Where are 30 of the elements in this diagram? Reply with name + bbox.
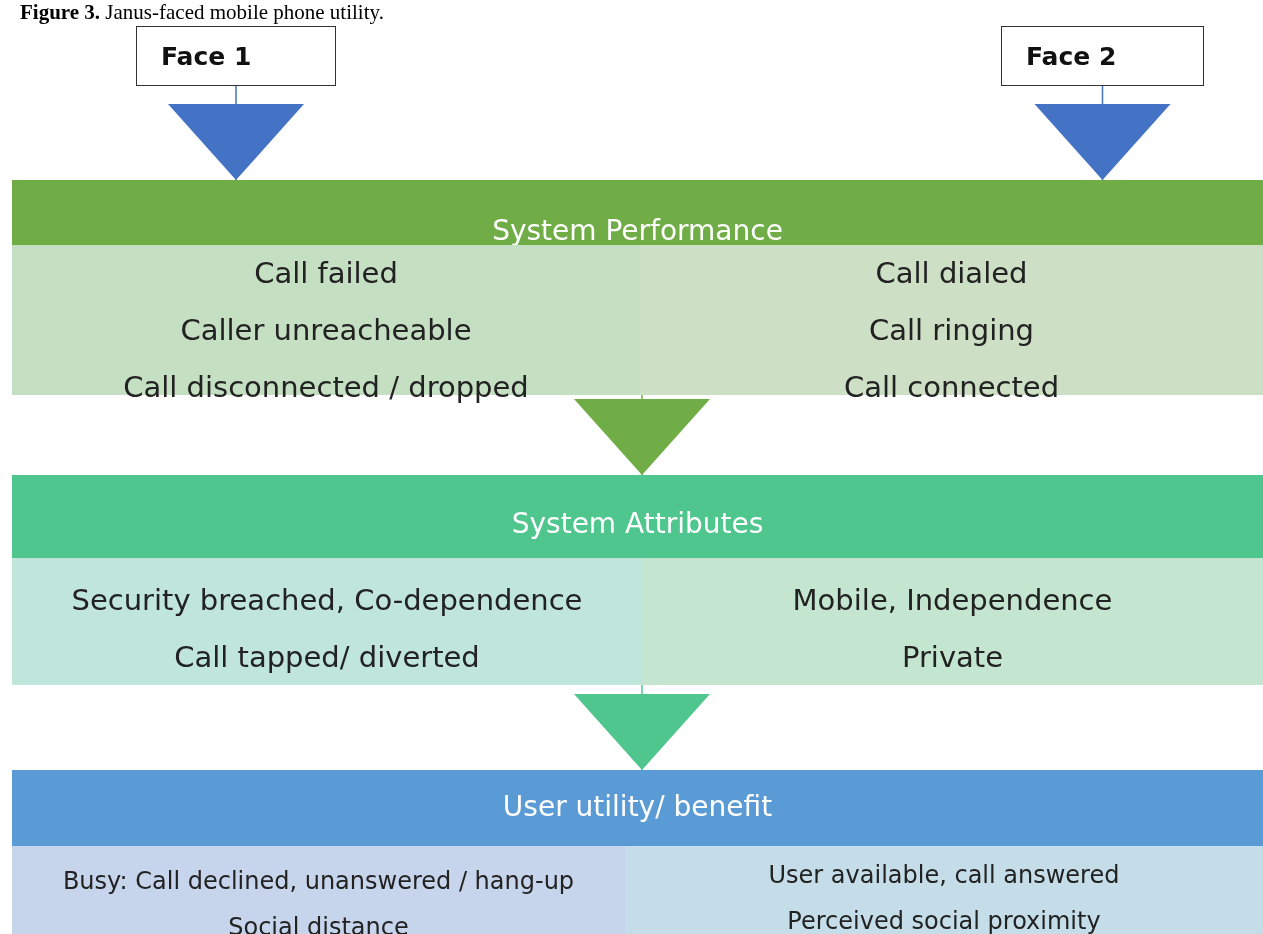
section-title: System Performance bbox=[491, 214, 784, 247]
arrow bbox=[574, 684, 710, 771]
arrow bbox=[1034, 85, 1171, 181]
arrow bbox=[168, 85, 304, 181]
section-band bbox=[12, 770, 1263, 934]
section-title: User utility/ benefit bbox=[501, 790, 774, 823]
figure-caption: Figure 3. Janus-faced mobile phone utility. bbox=[20, 0, 384, 25]
list-item: Private bbox=[901, 639, 1004, 676]
list-item: Call tapped/ diverted bbox=[174, 639, 480, 676]
list-item: Perceived social proximity bbox=[787, 906, 1101, 934]
text-panel bbox=[640, 245, 1263, 395]
text-panel bbox=[642, 558, 1263, 685]
list-item: Call disconnected / dropped bbox=[123, 369, 529, 406]
list-item: Call connected bbox=[843, 369, 1060, 406]
section-title: System Attributes bbox=[510, 507, 765, 540]
list-item: Mobile, Independence bbox=[792, 582, 1113, 619]
list-item: Call failed bbox=[254, 255, 398, 292]
arrow bbox=[574, 394, 710, 476]
text-panel bbox=[12, 558, 642, 685]
list-item: User available, call answered bbox=[768, 860, 1120, 891]
list-item: Busy: Call declined, unanswered / hang-up bbox=[62, 866, 575, 897]
list-item: Call dialed bbox=[875, 255, 1028, 292]
text-panel bbox=[625, 846, 1263, 934]
section-band bbox=[12, 475, 1263, 685]
list-item: Caller unreacheable bbox=[180, 312, 472, 349]
list-item: Security breached, Co-dependence bbox=[71, 582, 583, 619]
label-box: Face 2 bbox=[1001, 26, 1204, 86]
text-panel bbox=[12, 846, 625, 934]
list-item: Call ringing bbox=[869, 312, 1034, 349]
label-box: Face 1 bbox=[136, 26, 336, 86]
